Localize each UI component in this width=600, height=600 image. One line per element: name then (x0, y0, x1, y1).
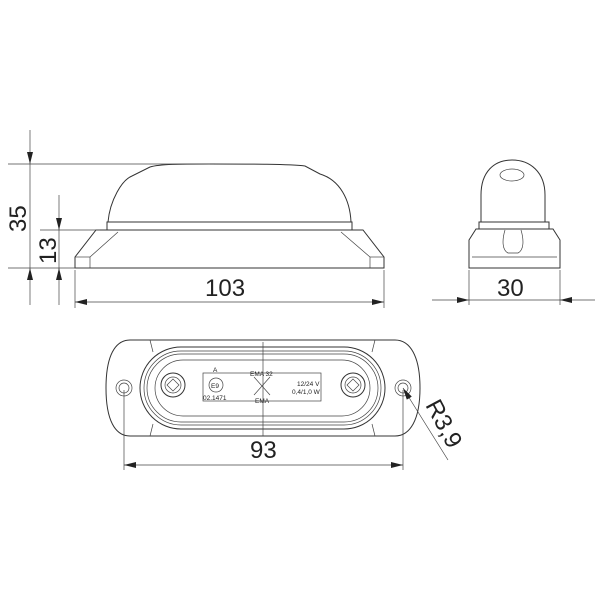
dimension-13: 13 (35, 195, 62, 305)
marking-plate: A E9 02.1471 EMA 32 EMA 12/24 V 0,4/1,0 … (202, 367, 322, 405)
dim-label-35: 35 (5, 205, 32, 232)
dim-label-93: 93 (250, 437, 277, 464)
marking-voltage: 12/24 V (297, 381, 320, 388)
marking-approval: E9 (211, 383, 219, 390)
side-view (74, 163, 385, 269)
dim-label-30: 30 (497, 275, 524, 302)
dimension-103: 103 (74, 270, 385, 308)
dim-label-103: 103 (205, 275, 245, 302)
top-view: A E9 02.1471 EMA 32 EMA 12/24 V 0,4/1,0 … (105, 339, 421, 437)
marking-emc-bottom: EMA (255, 398, 270, 405)
dimension-93: 93 (123, 390, 404, 470)
screw-left-icon (160, 372, 186, 398)
marking-emc-top: EMA 32 (250, 371, 273, 378)
end-view (468, 159, 561, 269)
dimension-35: 35 (5, 130, 33, 305)
marking-class: A (213, 367, 218, 374)
dim-label-13: 13 (35, 237, 62, 264)
marking-power: 0,4/1,0 W (292, 389, 321, 396)
e-mark-icon (208, 377, 224, 393)
marking-approval-number: 02.1471 (203, 395, 227, 402)
emc-symbol-icon (253, 376, 271, 396)
screw-right-icon (340, 372, 366, 398)
dimension-30: 30 (432, 270, 595, 305)
dim-label-radius: R3,9 (420, 395, 468, 452)
